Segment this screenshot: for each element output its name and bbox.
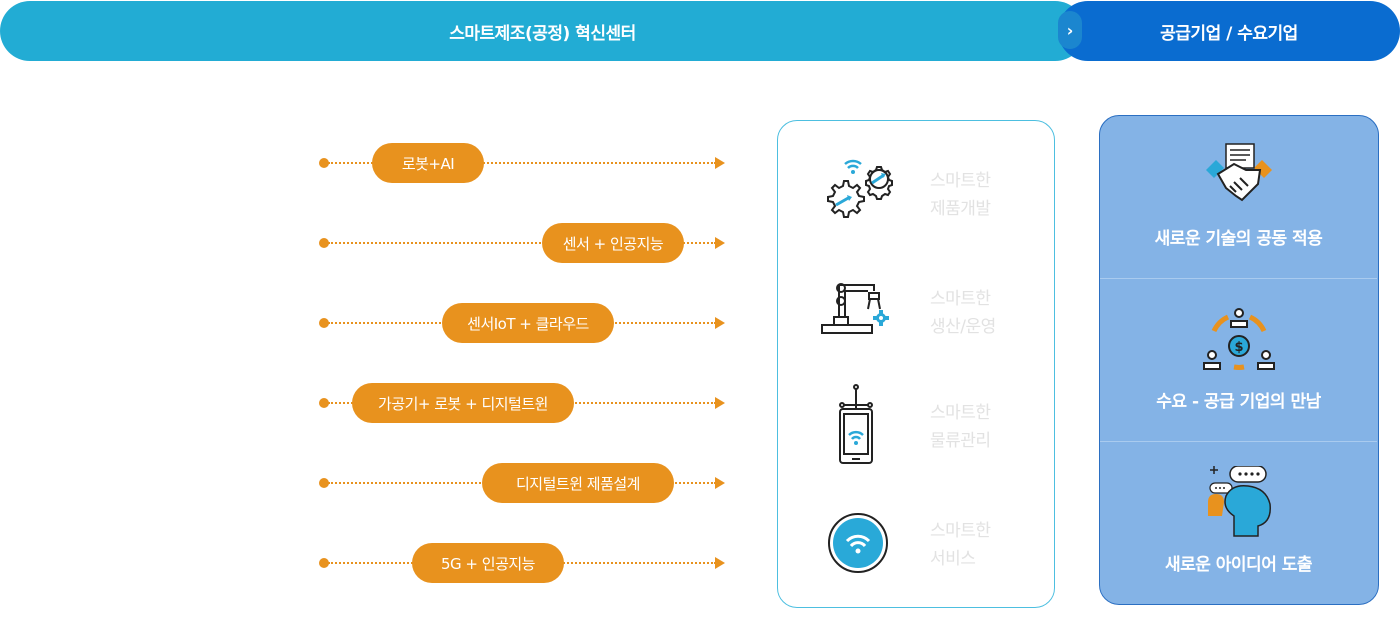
tech-row-6: 5G + 인공지능 <box>318 543 728 583</box>
header-innovation-center: 스마트제조(공정) 혁신센터 <box>0 1 1085 61</box>
smart-area-text: 스마트한 물류관리 <box>930 403 991 451</box>
arrow-right-icon <box>715 557 725 569</box>
tech-pill: 센서IoT + 클라우드 <box>442 303 614 343</box>
handshake-icon <box>1206 143 1272 202</box>
tech-row-2: 센서 + 인공지능 <box>318 223 728 263</box>
dotted-connector <box>328 162 716 164</box>
smart-area-text: 스마트한 제품개발 <box>930 171 991 219</box>
outcome-label: 새로운 아이디어 도출 <box>1164 555 1313 575</box>
smart-area-item: 스마트한 생산/운영 <box>778 269 1056 359</box>
outcome-label: 수요 - 공급 기업의 만남 <box>1156 392 1321 412</box>
dot-icon <box>319 478 329 488</box>
outcome-item: 새로운 아이디어 도출 <box>1100 442 1377 604</box>
tech-row-1: 로봇+AI <box>318 143 728 183</box>
tech-pill: 센서 + 인공지능 <box>542 223 684 263</box>
header-supply-demand: 공급기업 / 수요기업 <box>1058 1 1400 61</box>
dot-icon <box>319 238 329 248</box>
tech-pill: 5G + 인공지능 <box>412 543 564 583</box>
smart-area-item: 스마트한 제품개발 <box>778 151 1056 241</box>
tech-row-4: 가공기+ 로봇 + 디지털트윈 <box>318 383 728 423</box>
smart-areas-panel: 스마트한 제품개발 스마트한 생산/운영 <box>777 120 1055 608</box>
smartphone-wifi-icon <box>839 384 873 464</box>
outcome-item: 새로운 기술의 공동 적용 <box>1100 116 1377 278</box>
smart-area-item: 스마트한 물류관리 <box>778 383 1056 473</box>
robot-arm-icon <box>821 283 889 334</box>
arrow-right-icon <box>715 477 725 489</box>
outcome-label: 새로운 기술의 공동 적용 <box>1154 229 1323 249</box>
idea-chat-icon <box>1208 466 1271 537</box>
dot-icon <box>319 158 329 168</box>
dot-icon <box>319 398 329 408</box>
header-right-title: 공급기업 / 수요기업 <box>1160 23 1298 44</box>
tech-pill: 가공기+ 로봇 + 디지털트윈 <box>352 383 574 423</box>
gears-wifi-icon <box>827 159 893 218</box>
divider <box>1100 441 1377 442</box>
outcomes-panel: 새로운 기술의 공동 적용 $ 수요 - 공급 기업의 만남 <box>1099 115 1379 605</box>
header-left-title: 스마트제조(공정) 혁신센터 <box>449 23 636 44</box>
wifi-circle-icon <box>828 513 888 573</box>
arrow-right-icon <box>715 317 725 329</box>
chevron-right-icon: › <box>1058 11 1082 49</box>
arrow-right-icon <box>715 237 725 249</box>
tech-row-3: 센서IoT + 클라우드 <box>318 303 728 343</box>
dot-icon <box>319 318 329 328</box>
tech-row-5: 디지털트윈 제품설계 <box>318 463 728 503</box>
smart-area-text: 스마트한 생산/운영 <box>930 289 996 337</box>
arrow-right-icon <box>715 397 725 409</box>
divider <box>1100 278 1377 279</box>
tech-pill: 로봇+AI <box>372 143 484 183</box>
tech-pill: 디지털트윈 제품설계 <box>482 463 674 503</box>
arrow-right-icon <box>715 157 725 169</box>
people-exchange-icon: $ <box>1203 308 1275 370</box>
dotted-connector <box>328 242 716 244</box>
smart-area-text: 스마트한 서비스 <box>930 521 991 569</box>
dot-icon <box>319 558 329 568</box>
svg-text:$: $ <box>1234 340 1243 355</box>
smart-area-item: 스마트한 서비스 <box>778 501 1056 591</box>
outcome-item: $ 수요 - 공급 기업의 만남 <box>1100 279 1377 441</box>
